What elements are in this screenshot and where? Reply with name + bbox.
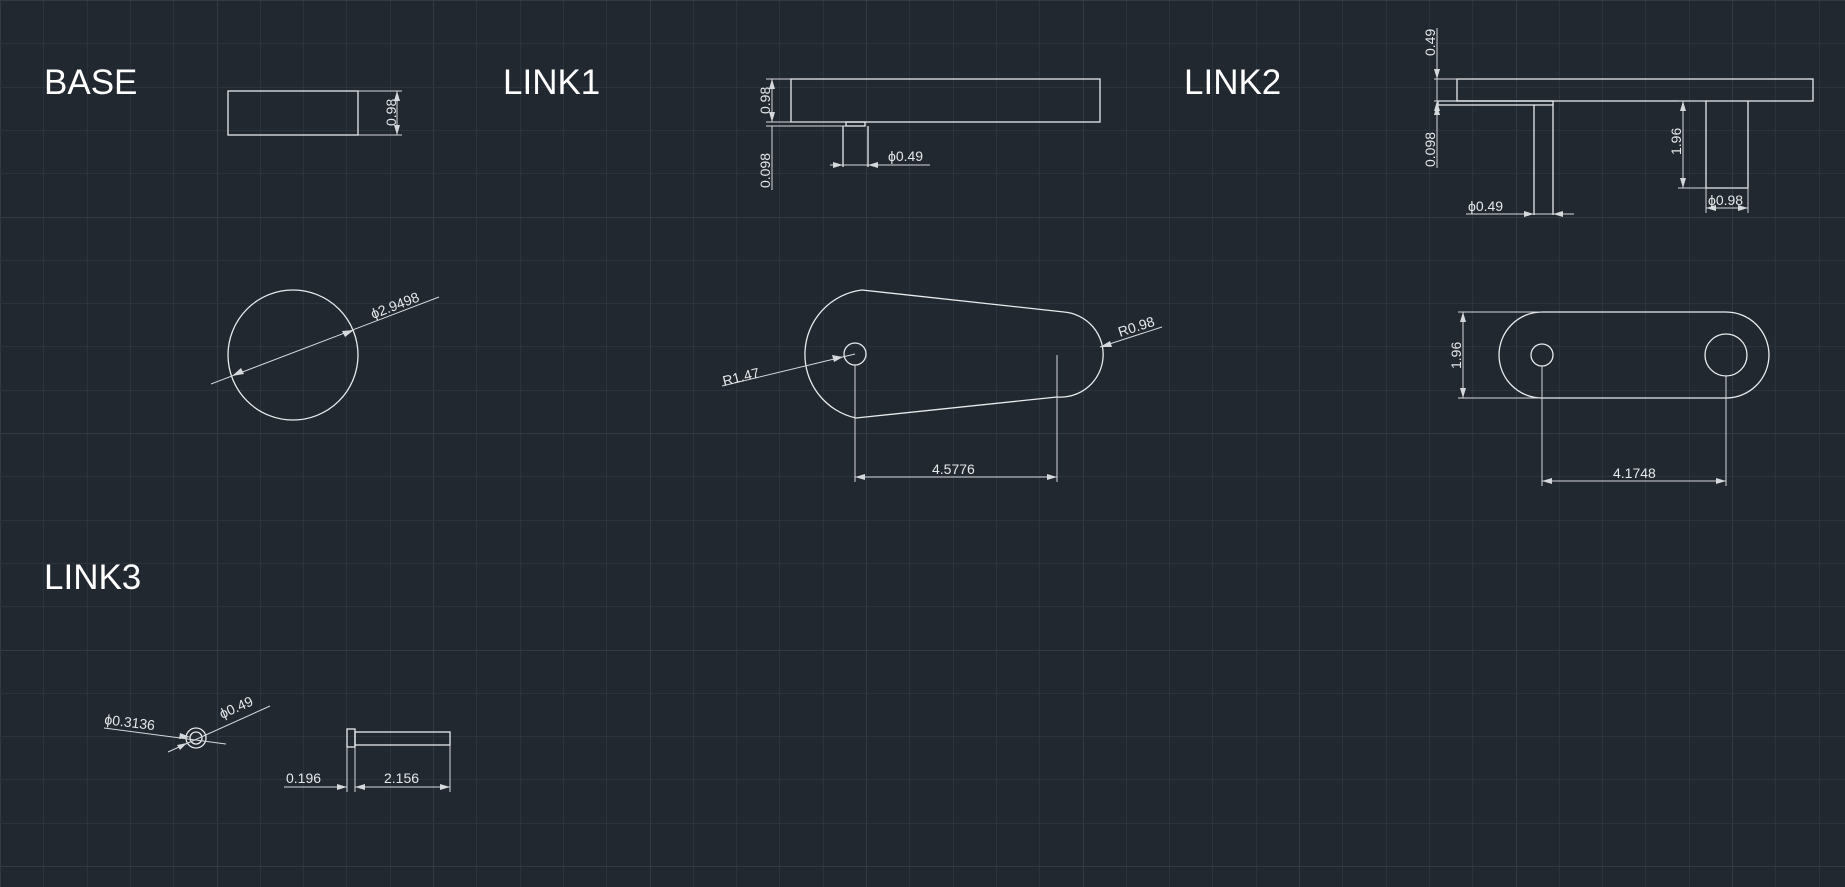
link2-length-text: 4.1748 [1613, 465, 1656, 481]
link2-top-text: 0.49 [1422, 29, 1438, 56]
link3-side-view[interactable] [346, 728, 451, 748]
link1-thickness-text: 0.98 [757, 87, 773, 114]
link2-post-height-text: 1.96 [1668, 128, 1684, 155]
base-top-view[interactable] [227, 289, 359, 421]
link3-end-view[interactable] [185, 727, 207, 749]
link2-top-dimension: 0.49 [1422, 28, 1457, 111]
link2-pin-diameter-text: ϕ0.49 [1468, 198, 1503, 214]
label-base: BASE [44, 63, 137, 102]
link2-pin-height-text: 0.098 [1422, 132, 1438, 167]
link2-width-dimension: 1.96 [1448, 311, 1542, 399]
link2-pin-height-dimension: 0.098 [1422, 105, 1440, 168]
link2-width-text: 1.96 [1448, 342, 1464, 369]
label-link3: LINK3 [44, 558, 141, 597]
link1-pin-height-dimension: 0.098 [757, 125, 846, 190]
link2-post-height-dimension: 1.96 [1668, 100, 1706, 189]
link3-head-dimension: 0.196 [284, 747, 365, 792]
link3-outer-diameter-text: ϕ0.49 [217, 693, 256, 722]
link1-length-text: 4.5776 [932, 461, 975, 477]
label-link2: LINK2 [1184, 63, 1281, 102]
link3-head-text: 0.196 [286, 770, 321, 786]
base-thickness-dimension: 0.98 [358, 90, 402, 136]
link1-pin-diameter-text: ϕ0.49 [888, 148, 923, 164]
link1-top-view[interactable] [804, 289, 1104, 419]
link2-side-view[interactable] [1437, 78, 1814, 215]
link3-inner-diameter-text: ϕ0.3136 [104, 711, 156, 733]
link2-post-diameter-dimension: ϕ0.98 [1705, 188, 1749, 213]
link3-length-text: 2.156 [384, 770, 419, 786]
link2-pin-diameter-dimension: ϕ0.49 [1466, 198, 1574, 217]
link2-length-dimension: 4.1748 [1541, 366, 1727, 486]
base-side-view[interactable] [227, 90, 359, 136]
link1-pin-diameter-dimension: ϕ0.49 [830, 148, 930, 168]
base-thickness-text: 0.98 [383, 99, 399, 126]
link3-inner-diameter-dimension: ϕ0.3136 [104, 711, 227, 745]
link1-large-radius-dimension: R1.47 [721, 353, 856, 389]
base-diameter-text: ϕ2.9498 [368, 289, 421, 322]
link3-length-dimension: 2.156 [355, 745, 451, 792]
link1-small-radius-dimension: R0.98 [1099, 313, 1163, 348]
link1-small-radius-text: R0.98 [1116, 313, 1157, 340]
link1-thickness-dimension: 0.98 [757, 78, 846, 123]
base-diameter-dimension: ϕ2.9498 [210, 289, 440, 385]
link1-side-view[interactable] [790, 78, 1101, 167]
link1-length-dimension: 4.5776 [854, 355, 1058, 482]
label-link1: LINK1 [503, 63, 600, 102]
link2-post-diameter-text: ϕ0.98 [1708, 192, 1743, 208]
link2-top-view[interactable] [1498, 311, 1770, 399]
link1-pin-height-text: 0.098 [757, 153, 773, 188]
link1-large-radius-text: R1.47 [721, 364, 761, 389]
